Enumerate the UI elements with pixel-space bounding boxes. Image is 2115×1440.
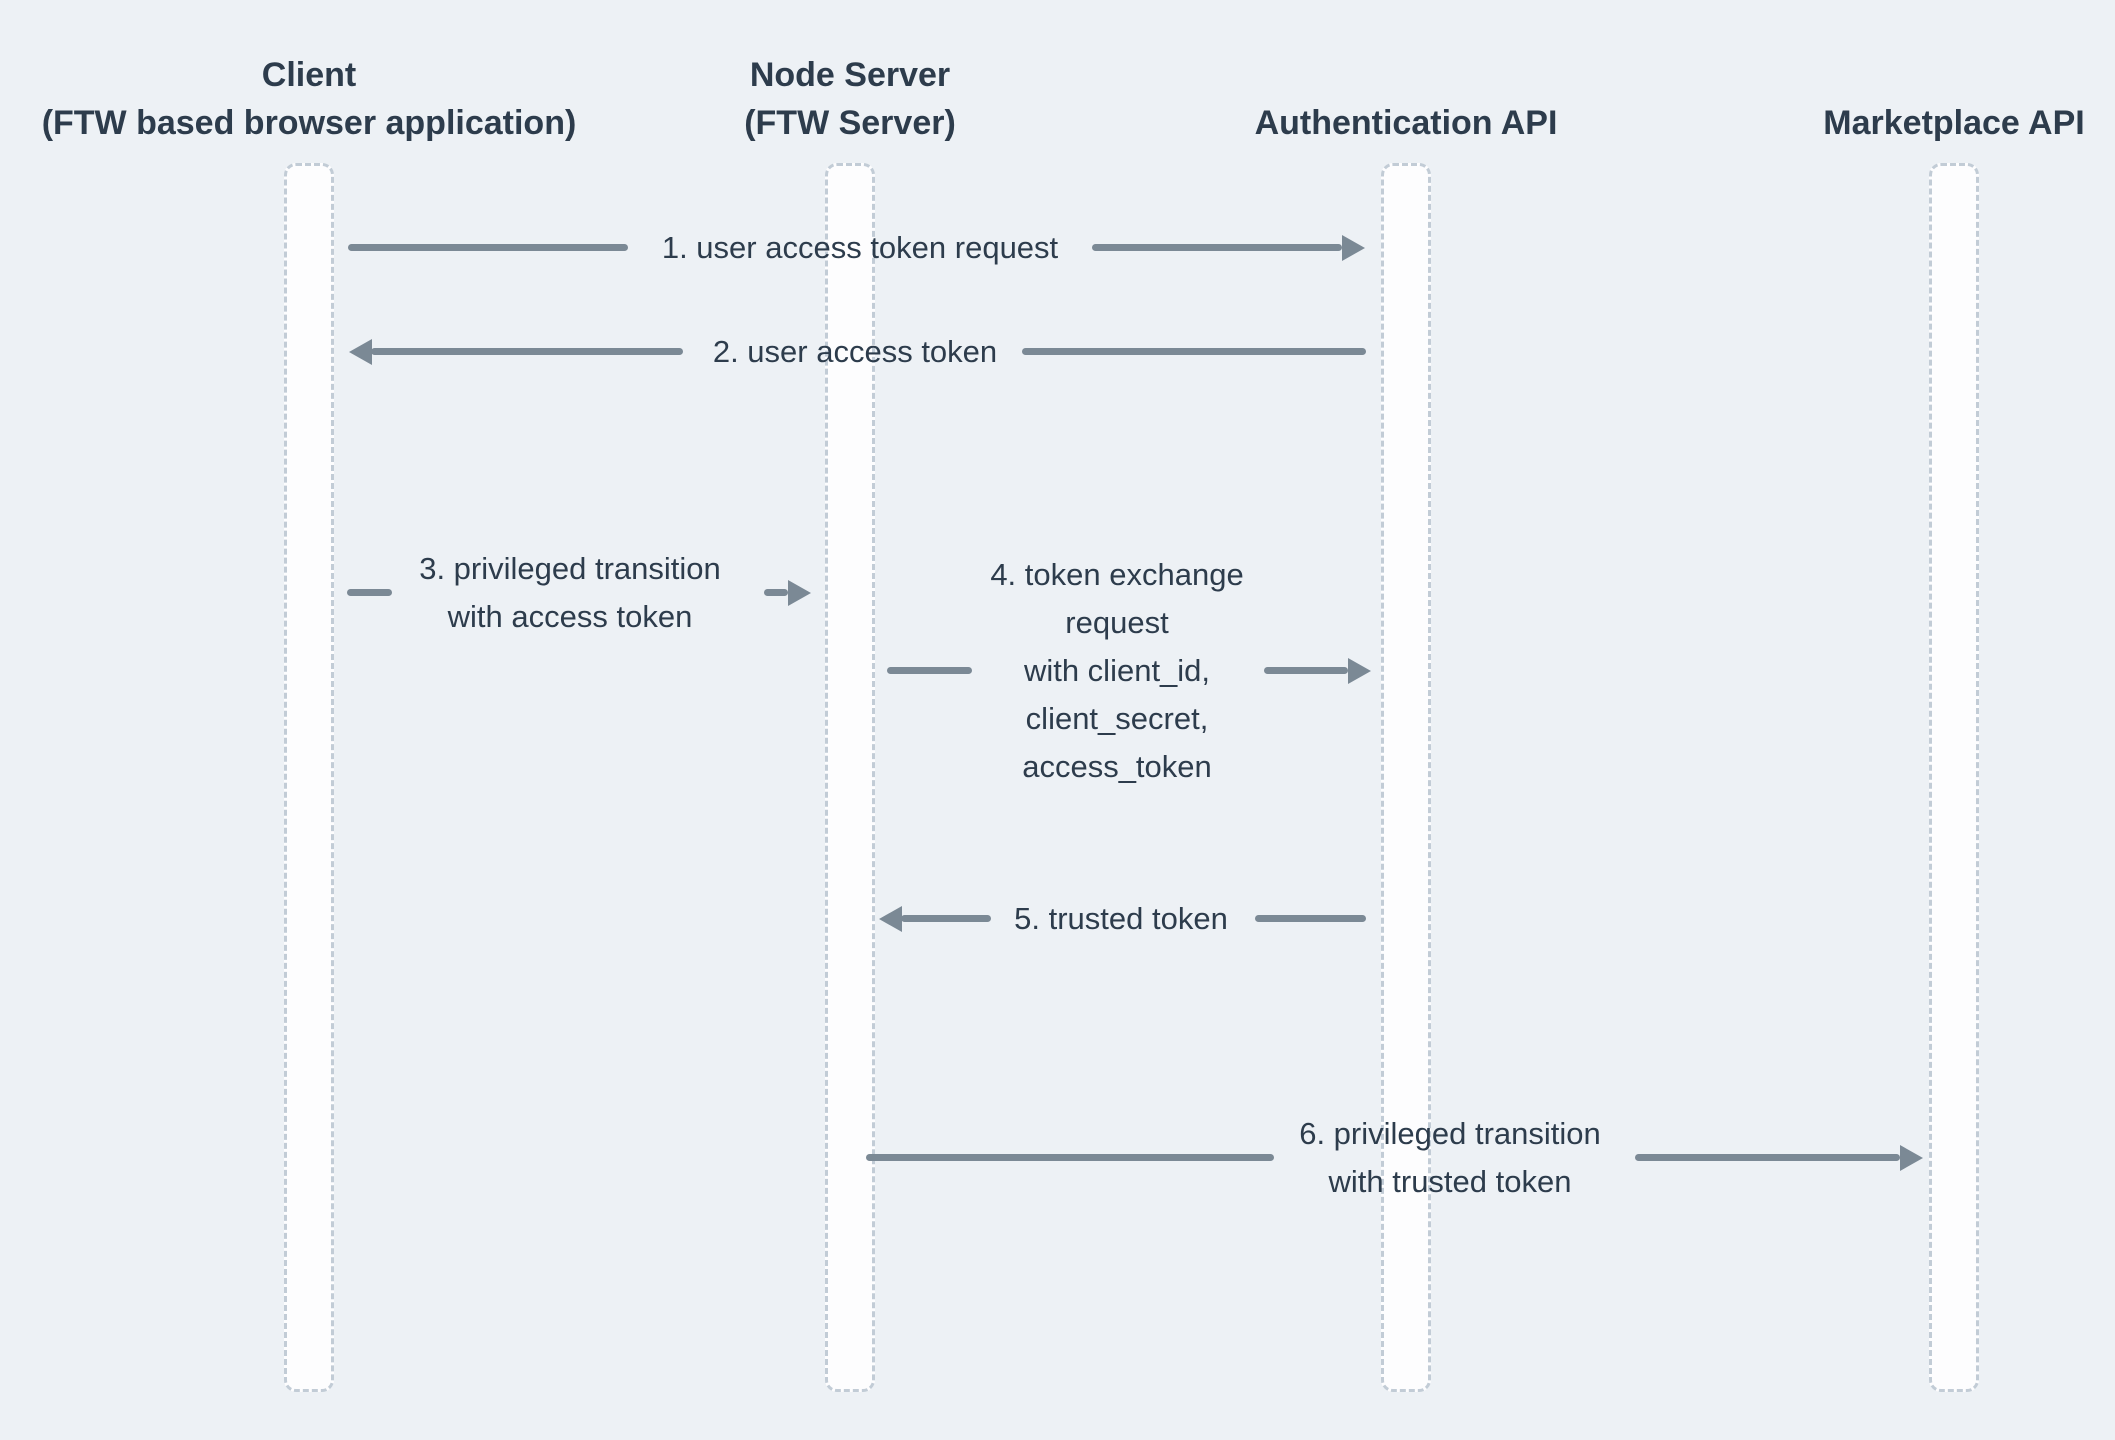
- message-5-label: 5. trusted token: [1014, 901, 1228, 936]
- message-6-label-line: 6. privileged transition: [1299, 1116, 1601, 1151]
- participant-header-authentication-api: Authentication API: [1106, 51, 1706, 147]
- message-4-line-segment: [887, 667, 972, 674]
- message-6-line-segment: [1635, 1154, 1900, 1161]
- message-4-label-line: access_token: [1022, 749, 1212, 784]
- lifeline-client: [284, 163, 334, 1392]
- arrowhead-left-icon: [879, 906, 902, 932]
- participant-header-node-server: Node Server (FTW Server): [550, 51, 1150, 147]
- lifeline-marketplace-api: [1929, 163, 1979, 1392]
- message-2-label: 2. user access token: [712, 334, 998, 369]
- message-5-line-segment: [1255, 915, 1366, 922]
- lifeline-node-server: [825, 163, 875, 1392]
- participant-header-client: Client (FTW based browser application): [9, 51, 609, 147]
- message-6-label: 6. privileged transition with trusted to…: [1299, 1110, 1601, 1206]
- message-5-line-segment: [901, 915, 991, 922]
- arrowhead-right-icon: [788, 580, 811, 606]
- arrowhead-right-icon: [1342, 235, 1365, 261]
- arrowhead-right-icon: [1900, 1145, 1923, 1171]
- message-4-label-line: with client_id,: [1023, 653, 1211, 688]
- message-4-label-line: client_secret,: [1025, 701, 1209, 736]
- participant-subtitle: (FTW based browser application): [41, 104, 577, 142]
- message-3-label-line: with access token: [447, 599, 693, 634]
- message-1-line-segment: [348, 244, 628, 251]
- message-4-label-line: request: [1065, 605, 1169, 640]
- message-3-line-segment: [764, 589, 788, 596]
- participant-header-marketplace-api: Marketplace API: [1654, 51, 2115, 147]
- participant-name: Client: [261, 56, 357, 94]
- arrowhead-right-icon: [1348, 658, 1371, 684]
- message-1-label: 1. user access token request: [661, 230, 1059, 265]
- message-3-label-line: 3. privileged transition: [419, 551, 721, 586]
- message-6-line-segment: [866, 1154, 1274, 1161]
- message-2-line-segment: [1022, 348, 1366, 355]
- lifeline-authentication-api: [1381, 163, 1431, 1392]
- participant-name: Node Server: [749, 56, 951, 94]
- arrowhead-left-icon: [349, 339, 372, 365]
- message-6-label-line: with trusted token: [1328, 1164, 1572, 1199]
- message-3-line-segment: [347, 589, 392, 596]
- message-1-line-segment: [1092, 244, 1342, 251]
- message-4-label-line: 4. token exchange: [990, 557, 1244, 592]
- participant-name: Authentication API: [1254, 104, 1558, 142]
- participant-name: Marketplace API: [1823, 104, 2085, 142]
- message-3-label: 3. privileged transition with access tok…: [419, 545, 721, 641]
- participant-subtitle: (FTW Server): [744, 104, 956, 142]
- message-4-label: 4. token exchange request with client_id…: [990, 551, 1243, 791]
- message-4-line-segment: [1264, 667, 1348, 674]
- message-2-line-segment: [371, 348, 683, 355]
